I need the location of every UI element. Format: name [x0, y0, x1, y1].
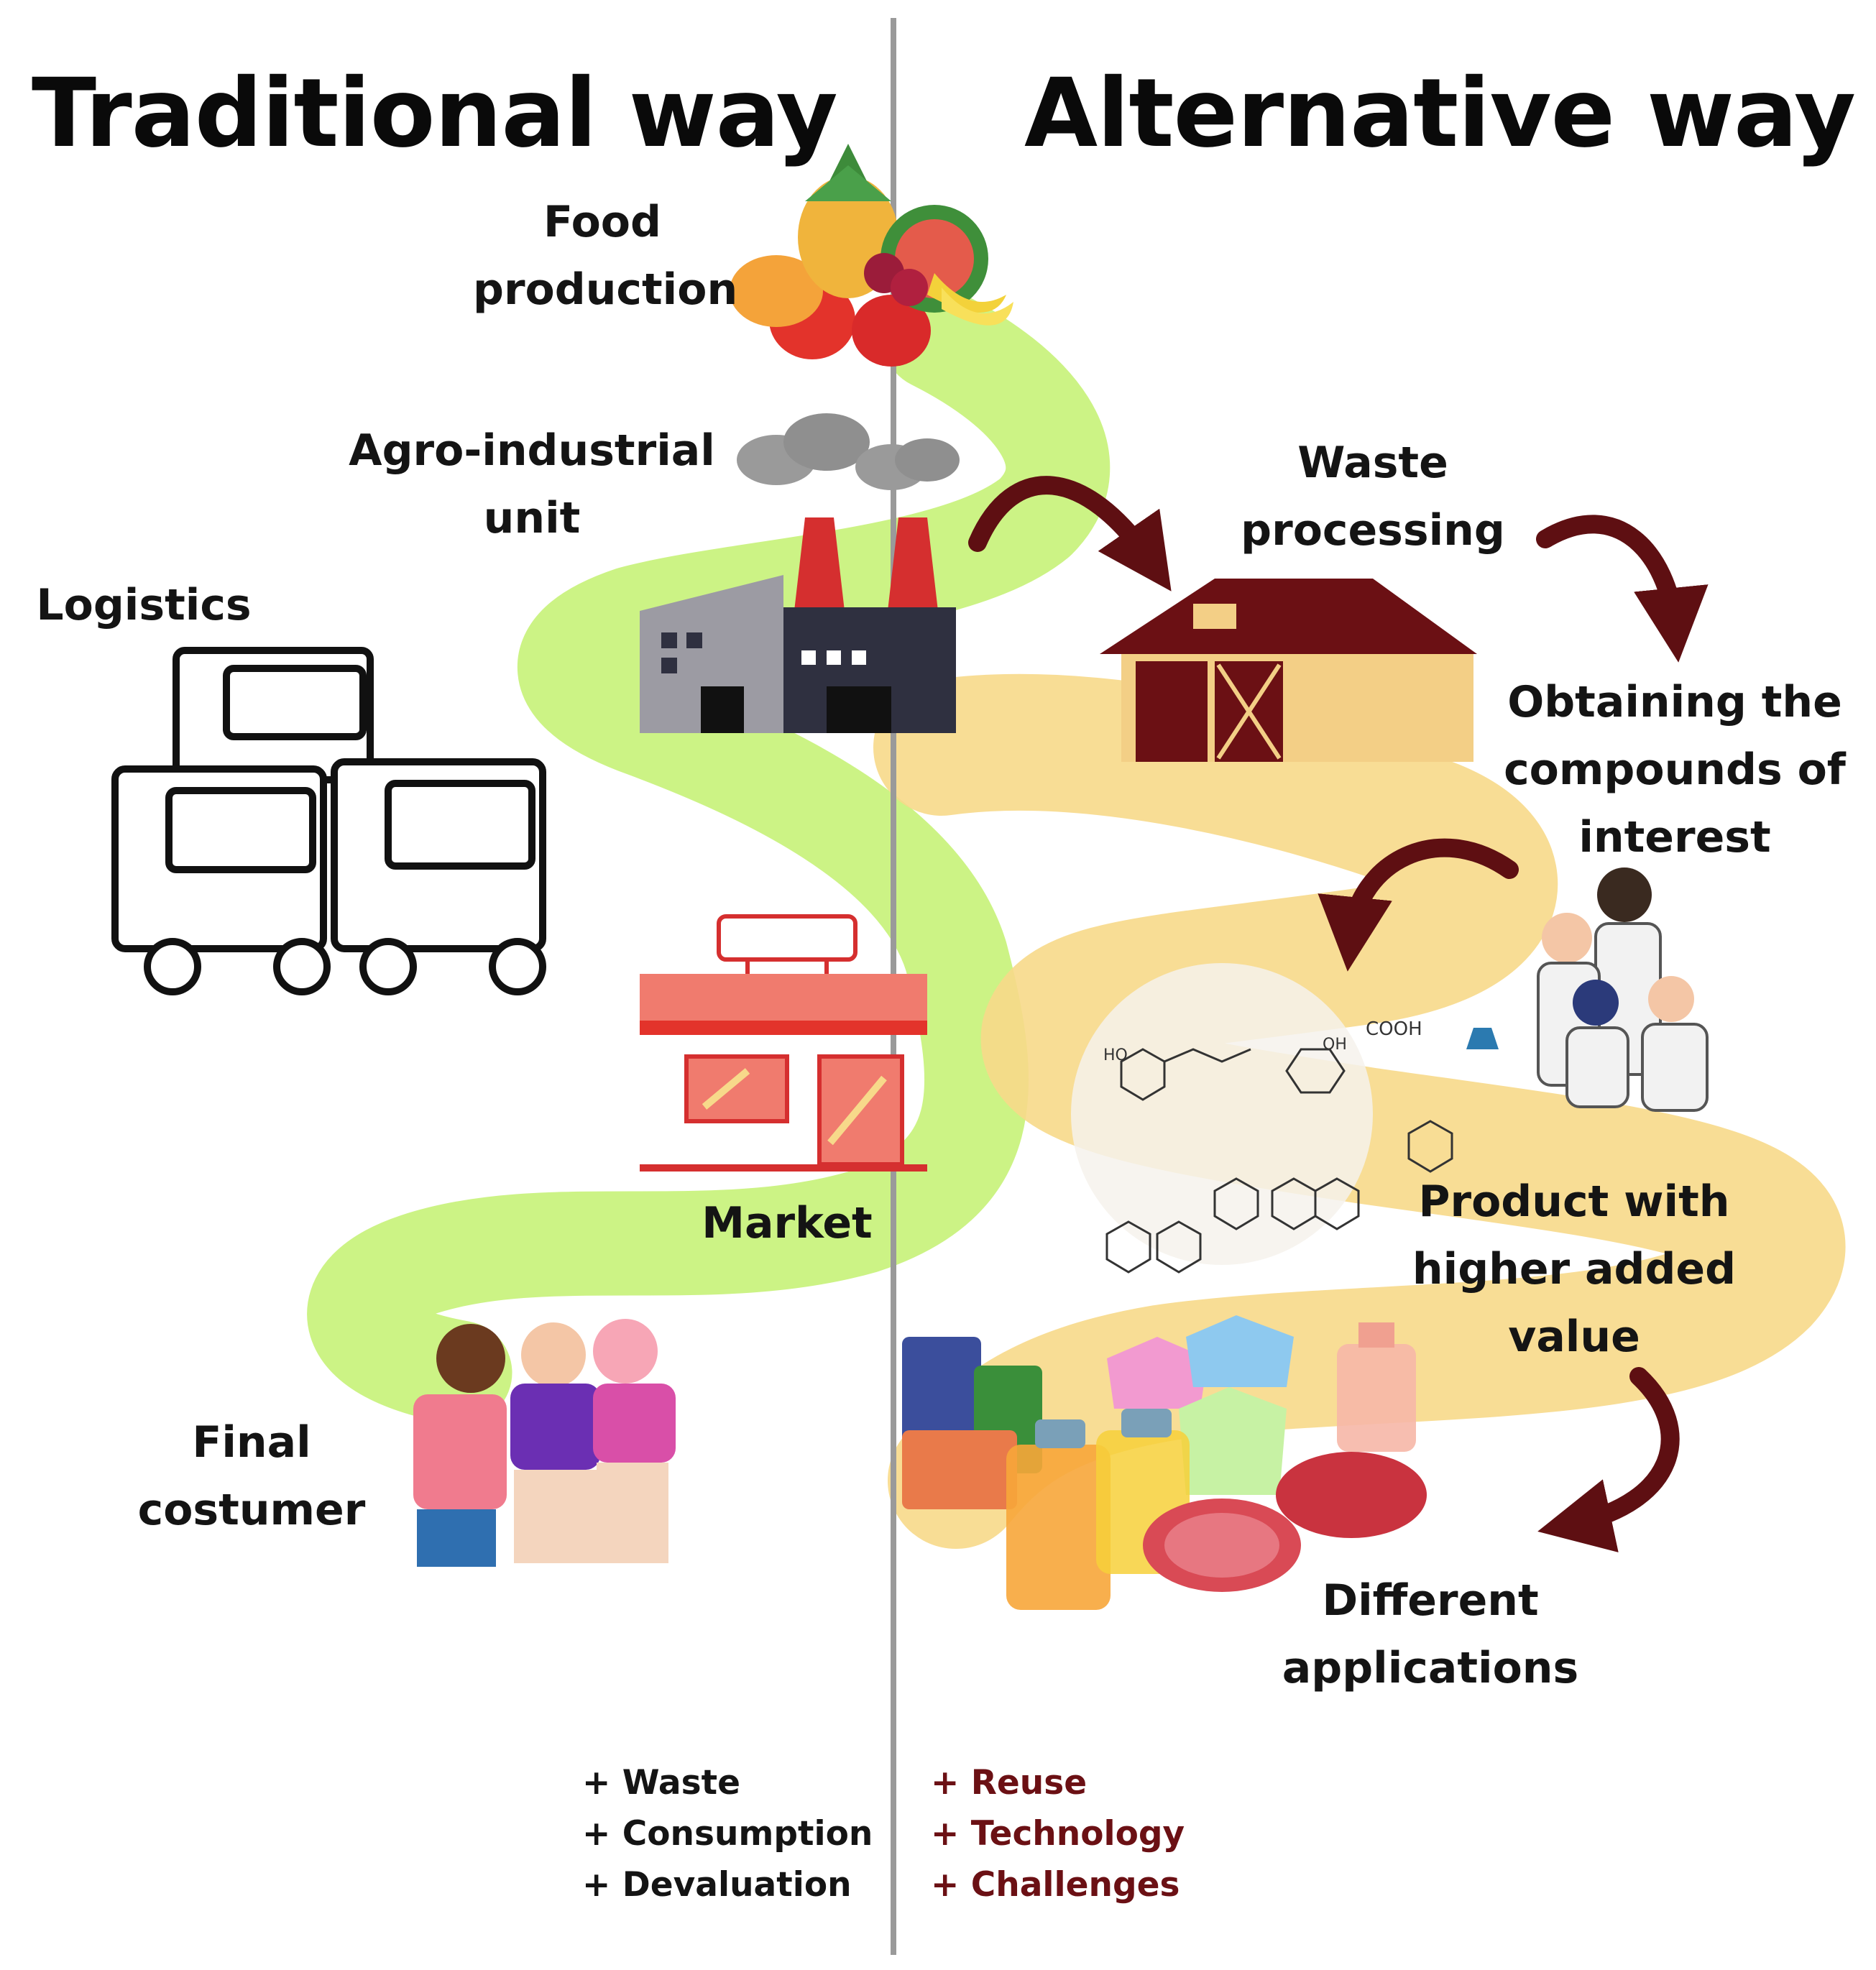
label-market: Market [702, 1198, 873, 1248]
barn-illustration [1100, 579, 1477, 762]
market-illustration [640, 914, 927, 1172]
arrow-to-applications [1537, 1367, 1680, 1552]
scientists-illustration [1466, 867, 1709, 1112]
traditional-consequences: + Waste + Consumption + Devaluation [582, 1757, 873, 1910]
title-alternative-way: Alternative way [1024, 58, 1856, 169]
consequence-item: + Reuse [931, 1763, 1088, 1803]
consequence-item: + Technology [931, 1814, 1185, 1854]
consequence-item: + Devaluation [582, 1865, 852, 1905]
oh-label: OH [1323, 1036, 1347, 1054]
fruit-basket-illustration [730, 144, 1013, 367]
ho-label: HO [1103, 1046, 1128, 1064]
traditional-path [307, 285, 1111, 1425]
alternative-consequences: + Reuse + Technology + Challenges [931, 1757, 1185, 1910]
label-logistics: Logistics [36, 580, 252, 630]
factory-illustration [640, 413, 960, 733]
consequence-item: + Waste [582, 1763, 740, 1803]
applications-illustration [902, 1315, 1427, 1610]
consequence-item: + Challenges [931, 1865, 1180, 1905]
consequence-item: + Consumption [582, 1814, 873, 1854]
people-illustration [413, 1319, 676, 1567]
arrow-to-waste-processing [968, 476, 1172, 592]
molecules-illustration: COOH HO OH [1071, 963, 1453, 1274]
trucks-illustration [111, 647, 546, 995]
arrow-to-product [1318, 838, 1519, 972]
arrow-to-obtaining [1536, 515, 1709, 663]
title-traditional-way: Traditional way [32, 58, 838, 169]
cooh-label: COOH [1366, 1018, 1422, 1040]
